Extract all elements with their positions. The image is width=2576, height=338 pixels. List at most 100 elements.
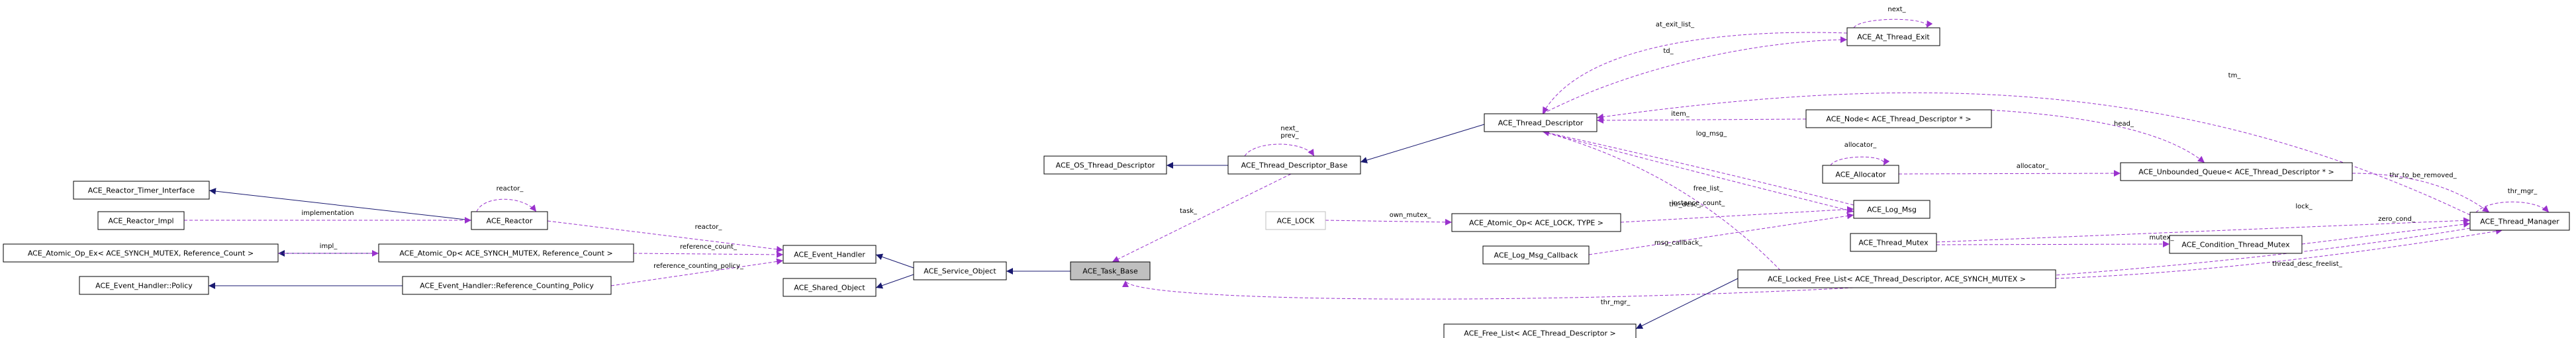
class-label: ACE_Event_Handler	[794, 251, 865, 259]
class-label: ACE_Atomic_Op< ACE_LOCK, TYPE >	[1469, 219, 1603, 228]
class-node-eh_policy[interactable]: ACE_Event_Handler::Policy	[79, 276, 209, 295]
edge-label-at_exit-at_exit: next_	[1887, 6, 1906, 13]
usage-edge-thread_manager-thread_manager	[2475, 201, 2550, 213]
usage-edge-locked_free_list-thread_manager	[2055, 228, 2503, 279]
class-box	[1737, 269, 2056, 288]
class-node-atomic_refcount[interactable]: ACE_Atomic_Op< ACE_SYNCH_MUTEX, Referenc…	[378, 243, 634, 263]
class-box	[3, 243, 279, 263]
class-label: ACE_LOCK	[1277, 217, 1315, 226]
class-box	[378, 243, 634, 263]
class-box	[1484, 113, 1598, 132]
class-node-atomic_ex[interactable]: ACE_Atomic_Op_Ex< ACE_SYNCH_MUTEX, Refer…	[3, 243, 279, 263]
edge-label-thread_mutex-thread_manager: lock_	[2295, 203, 2313, 210]
class-label: ACE_Free_List< ACE_Thread_Descriptor >	[1464, 329, 1616, 338]
class-label: ACE_Log_Msg_Callback	[1494, 251, 1579, 260]
class-node-td_base[interactable]: ACE_Thread_Descriptor_Base	[1227, 155, 1361, 175]
edge-label-layer: reactor_reactor_implementationreference_…	[301, 6, 2538, 306]
class-box	[1846, 27, 1940, 46]
edge-label-cond_mutex-thread_manager: zero_cond_	[2378, 216, 2416, 223]
edge-label-atomic_refcount-event_handler: reference_count_	[680, 243, 738, 251]
class-box	[1822, 165, 1899, 184]
usage-edge-td-node_td	[1596, 116, 1807, 124]
class-node-thread_mutex[interactable]: ACE_Thread_Mutex	[1850, 233, 1937, 252]
class-node-at_exit[interactable]: ACE_At_Thread_Exit	[1846, 27, 1940, 46]
usage-edge-thread_mutex-cond_mutex	[1936, 241, 2170, 248]
usage-edge-node_td-unbounded	[1985, 109, 2205, 163]
usage-edge-td_base-td_base	[1244, 144, 1315, 157]
class-node-free_list[interactable]: ACE_Free_List< ACE_Thread_Descriptor >	[1443, 323, 1637, 338]
edge-label-atomic_lock-log_msg: instance_count_	[1672, 200, 1726, 207]
class-box	[1227, 155, 1361, 175]
class-label: ACE_Task_Base	[1082, 267, 1138, 276]
class-node-reactor_timer[interactable]: ACE_Reactor_Timer_Interface	[73, 181, 210, 200]
class-box	[1265, 211, 1326, 230]
class-node-allocator[interactable]: ACE_Allocator	[1822, 165, 1899, 184]
edge-label-td_base-task_base: task_	[1180, 208, 1198, 215]
class-node-reactor_impl[interactable]: ACE_Reactor_Impl	[97, 211, 185, 230]
usage-edge-unbounded-thread_manager	[2352, 173, 2490, 213]
inheritance-edge-shared_object-service_object	[875, 274, 914, 289]
node-layer: ACE_Task_BaseACE_Service_ObjectACE_Event…	[3, 27, 2570, 338]
edge-label-node_td-unbounded: head_	[2114, 120, 2134, 128]
class-node-task_base[interactable]: ACE_Task_Base	[1070, 261, 1151, 280]
edge-layer	[184, 19, 2550, 329]
class-node-refcount_policy[interactable]: ACE_Event_Handler::Reference_Counting_Po…	[402, 276, 612, 295]
usage-edge-td_base-task_base	[1112, 173, 1292, 263]
class-node-atomic_lock[interactable]: ACE_Atomic_Op< ACE_LOCK, TYPE >	[1451, 213, 1621, 232]
class-box	[2120, 162, 2353, 181]
edge-label-td-node_td: item_	[1671, 110, 1690, 118]
class-label: ACE_Thread_Mutex	[1858, 239, 1929, 247]
usage-edge-thread_manager-task_base	[1122, 228, 2471, 300]
class-label: ACE_Thread_Descriptor_Base	[1241, 161, 1348, 170]
edge-label-ace_lock-atomic_lock: own_mutex_	[1390, 212, 1432, 219]
usage-edge-log_msg-td	[1542, 131, 1854, 214]
class-label: ACE_Locked_Free_List< ACE_Thread_Descrip…	[1768, 275, 2026, 284]
class-node-reactor[interactable]: ACE_Reactor	[471, 211, 548, 230]
class-node-os_td[interactable]: ACE_OS_Thread_Descriptor	[1043, 155, 1167, 175]
inheritance-edge-free_list-locked_free_list	[1635, 278, 1739, 329]
class-label: ACE_Reactor	[487, 217, 533, 226]
class-node-node_td[interactable]: ACE_Node< ACE_Thread_Descriptor * >	[1805, 109, 1992, 128]
class-node-log_cb[interactable]: ACE_Log_Msg_Callback	[1482, 245, 1590, 265]
class-node-unbounded[interactable]: ACE_Unbounded_Queue< ACE_Thread_Descript…	[2120, 162, 2353, 181]
class-label: ACE_Event_Handler::Policy	[95, 282, 193, 290]
class-node-service_object[interactable]: ACE_Service_Object	[913, 261, 1007, 280]
usage-edge-log_cb-log_msg	[1588, 212, 1854, 255]
usage-edge-ace_lock-atomic_lock	[1325, 218, 1453, 226]
class-node-log_msg[interactable]: ACE_Log_Msg	[1853, 200, 1931, 219]
edge-label-thread_manager-task_base: thr_mgr_	[1601, 299, 1631, 306]
edge-label-at_exit-td: at_exit_list_	[1656, 21, 1695, 28]
class-box	[1482, 245, 1590, 265]
edge-label-thread_manager-td: tm_	[2228, 72, 2242, 79]
edge-label-refcount_policy-event_handler: reference_counting_policy_	[653, 263, 744, 270]
class-box	[1853, 200, 1931, 219]
edge-label-allocator-allocator: allocator_	[1844, 142, 1878, 149]
class-box	[79, 276, 209, 295]
class-box	[471, 211, 548, 230]
class-node-thread_manager[interactable]: ACE_Thread_Manager	[2469, 212, 2570, 231]
class-node-td[interactable]: ACE_Thread_Descriptor	[1484, 113, 1598, 132]
usage-edge-cond_mutex-thread_manager	[2301, 221, 2471, 245]
class-node-cond_mutex[interactable]: ACE_Condition_Thread_Mutex	[2169, 235, 2303, 254]
class-label: ACE_Shared_Object	[794, 284, 865, 292]
class-box	[1850, 233, 1937, 252]
class-box	[73, 181, 210, 200]
class-node-locked_free_list[interactable]: ACE_Locked_Free_List< ACE_Thread_Descrip…	[1737, 269, 2056, 288]
class-node-shared_object[interactable]: ACE_Shared_Object	[783, 278, 877, 297]
class-node-ace_lock[interactable]: ACE_LOCK	[1265, 211, 1326, 230]
class-box	[97, 211, 185, 230]
class-node-event_handler[interactable]: ACE_Event_Handler	[783, 245, 877, 264]
edge-label-log_cb-log_msg: msg_callback_	[1654, 239, 1703, 247]
edge-label-reactor_impl-reactor: implementation	[301, 210, 354, 217]
usage-edge-allocator-allocator	[1830, 156, 1890, 166]
usage-edge-td-log_msg	[1542, 130, 1854, 206]
class-box	[402, 276, 612, 295]
class-box	[2469, 212, 2570, 231]
class-box	[913, 261, 1007, 280]
usage-edge-reactor-event_handler	[547, 220, 784, 253]
class-box	[1070, 261, 1151, 280]
inheritance-edge-reactor_timer-reactor	[209, 188, 472, 221]
class-label: ACE_OS_Thread_Descriptor	[1056, 161, 1155, 170]
usage-edge-thread_mutex-thread_manager	[1936, 217, 2471, 243]
